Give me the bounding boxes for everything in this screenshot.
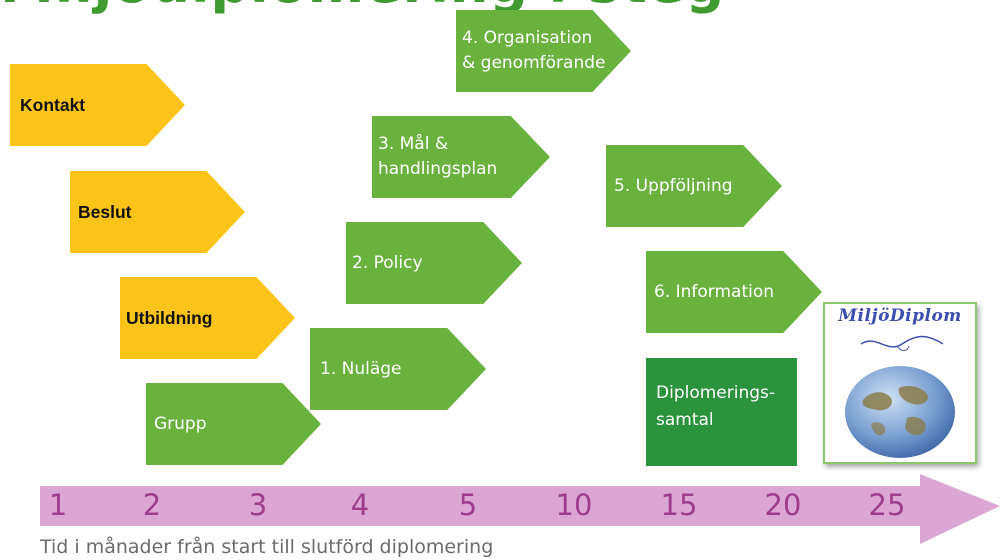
step-organisation-genomforande: 4. Organisation & genomförande: [456, 10, 631, 92]
step-uppfoljning: 5. Uppföljning: [606, 145, 782, 227]
step-information: 6. Information: [646, 251, 822, 333]
step-policy: 2. Policy: [346, 222, 522, 304]
timeline-tick: 5: [458, 488, 478, 522]
step-label: 6. Information: [654, 281, 775, 302]
step-label: Kontakt: [20, 94, 86, 115]
step-mal-handlingsplan: 3. Mål & handlingsplan: [372, 116, 550, 198]
step-label: Grupp: [154, 413, 207, 434]
timeline-tick: 2: [142, 488, 162, 522]
step-utbildning: Utbildning: [120, 277, 295, 359]
step-label: Utbildning: [126, 307, 213, 328]
globe-icon: [845, 366, 955, 458]
step-label: Diplomerings- samtal: [656, 383, 776, 430]
flourish-icon: [860, 335, 944, 351]
step-label: 2. Policy: [352, 252, 423, 273]
timeline-tick: 10: [555, 488, 593, 522]
timeline-caption: Tid i månader från start till slutförd d…: [40, 536, 494, 558]
step-diplomeringssamtal: Diplomerings- samtal: [646, 358, 797, 466]
step-label: 1. Nuläge: [320, 358, 402, 379]
step-label: 3. Mål & handlingsplan: [378, 134, 498, 179]
timeline-tick: 3: [248, 488, 268, 522]
step-beslut: Beslut: [70, 171, 245, 253]
logo-text: MiljöDiplom: [838, 306, 962, 326]
step-label: Beslut: [78, 201, 132, 222]
timeline-arrow: [40, 474, 1000, 544]
step-label: 4. Organisation & genomförande: [462, 28, 606, 73]
miljodiplom-logo: MiljöDiplom: [823, 302, 977, 464]
timeline-tick: 1: [48, 488, 68, 522]
step-nulage: 1. Nuläge: [310, 328, 486, 410]
timeline-tick: 20: [764, 488, 802, 522]
step-label: 5. Uppföljning: [614, 175, 733, 196]
step-grupp: Grupp: [146, 383, 321, 465]
step-kontakt: Kontakt: [10, 64, 185, 146]
timeline-tick: 4: [350, 488, 370, 522]
timeline-tick: 15: [660, 488, 698, 522]
timeline-tick: 25: [868, 488, 906, 522]
